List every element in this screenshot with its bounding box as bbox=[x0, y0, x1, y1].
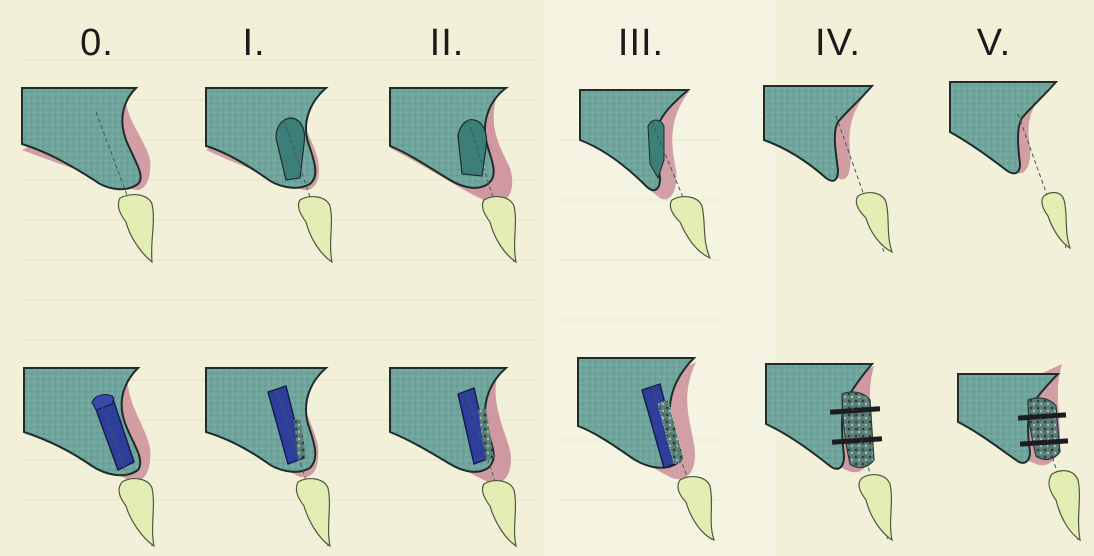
alveolar-bone bbox=[22, 88, 141, 189]
stage-5-graft bbox=[958, 364, 1080, 540]
stage-4-ridge bbox=[764, 84, 892, 252]
alveolar-bone bbox=[950, 82, 1056, 173]
alveolar-bone bbox=[764, 86, 872, 181]
tooth bbox=[856, 193, 892, 252]
tooth bbox=[119, 479, 154, 546]
stage-4-graft bbox=[766, 364, 892, 540]
alveolar-bone bbox=[206, 368, 326, 472]
stage-2-implant bbox=[390, 368, 516, 546]
tooth bbox=[118, 195, 153, 262]
stage-3-implant bbox=[578, 358, 714, 540]
stage-2-ridge bbox=[390, 88, 516, 262]
stage-1-implant bbox=[206, 368, 330, 546]
stage-3-ridge bbox=[580, 90, 710, 258]
tooth bbox=[670, 197, 710, 258]
tooth bbox=[1049, 471, 1080, 540]
tooth bbox=[482, 197, 516, 262]
tooth bbox=[298, 197, 332, 262]
tooth bbox=[678, 477, 714, 540]
tooth bbox=[1042, 193, 1070, 248]
stage-1-ridge bbox=[206, 88, 332, 262]
stage-0-ridge bbox=[22, 88, 153, 262]
tooth bbox=[859, 475, 892, 540]
stage-0-implant bbox=[24, 368, 154, 546]
stage-5-ridge bbox=[950, 80, 1070, 248]
tooth bbox=[296, 479, 330, 546]
tooth-socket bbox=[458, 120, 487, 176]
tooth bbox=[482, 481, 516, 546]
